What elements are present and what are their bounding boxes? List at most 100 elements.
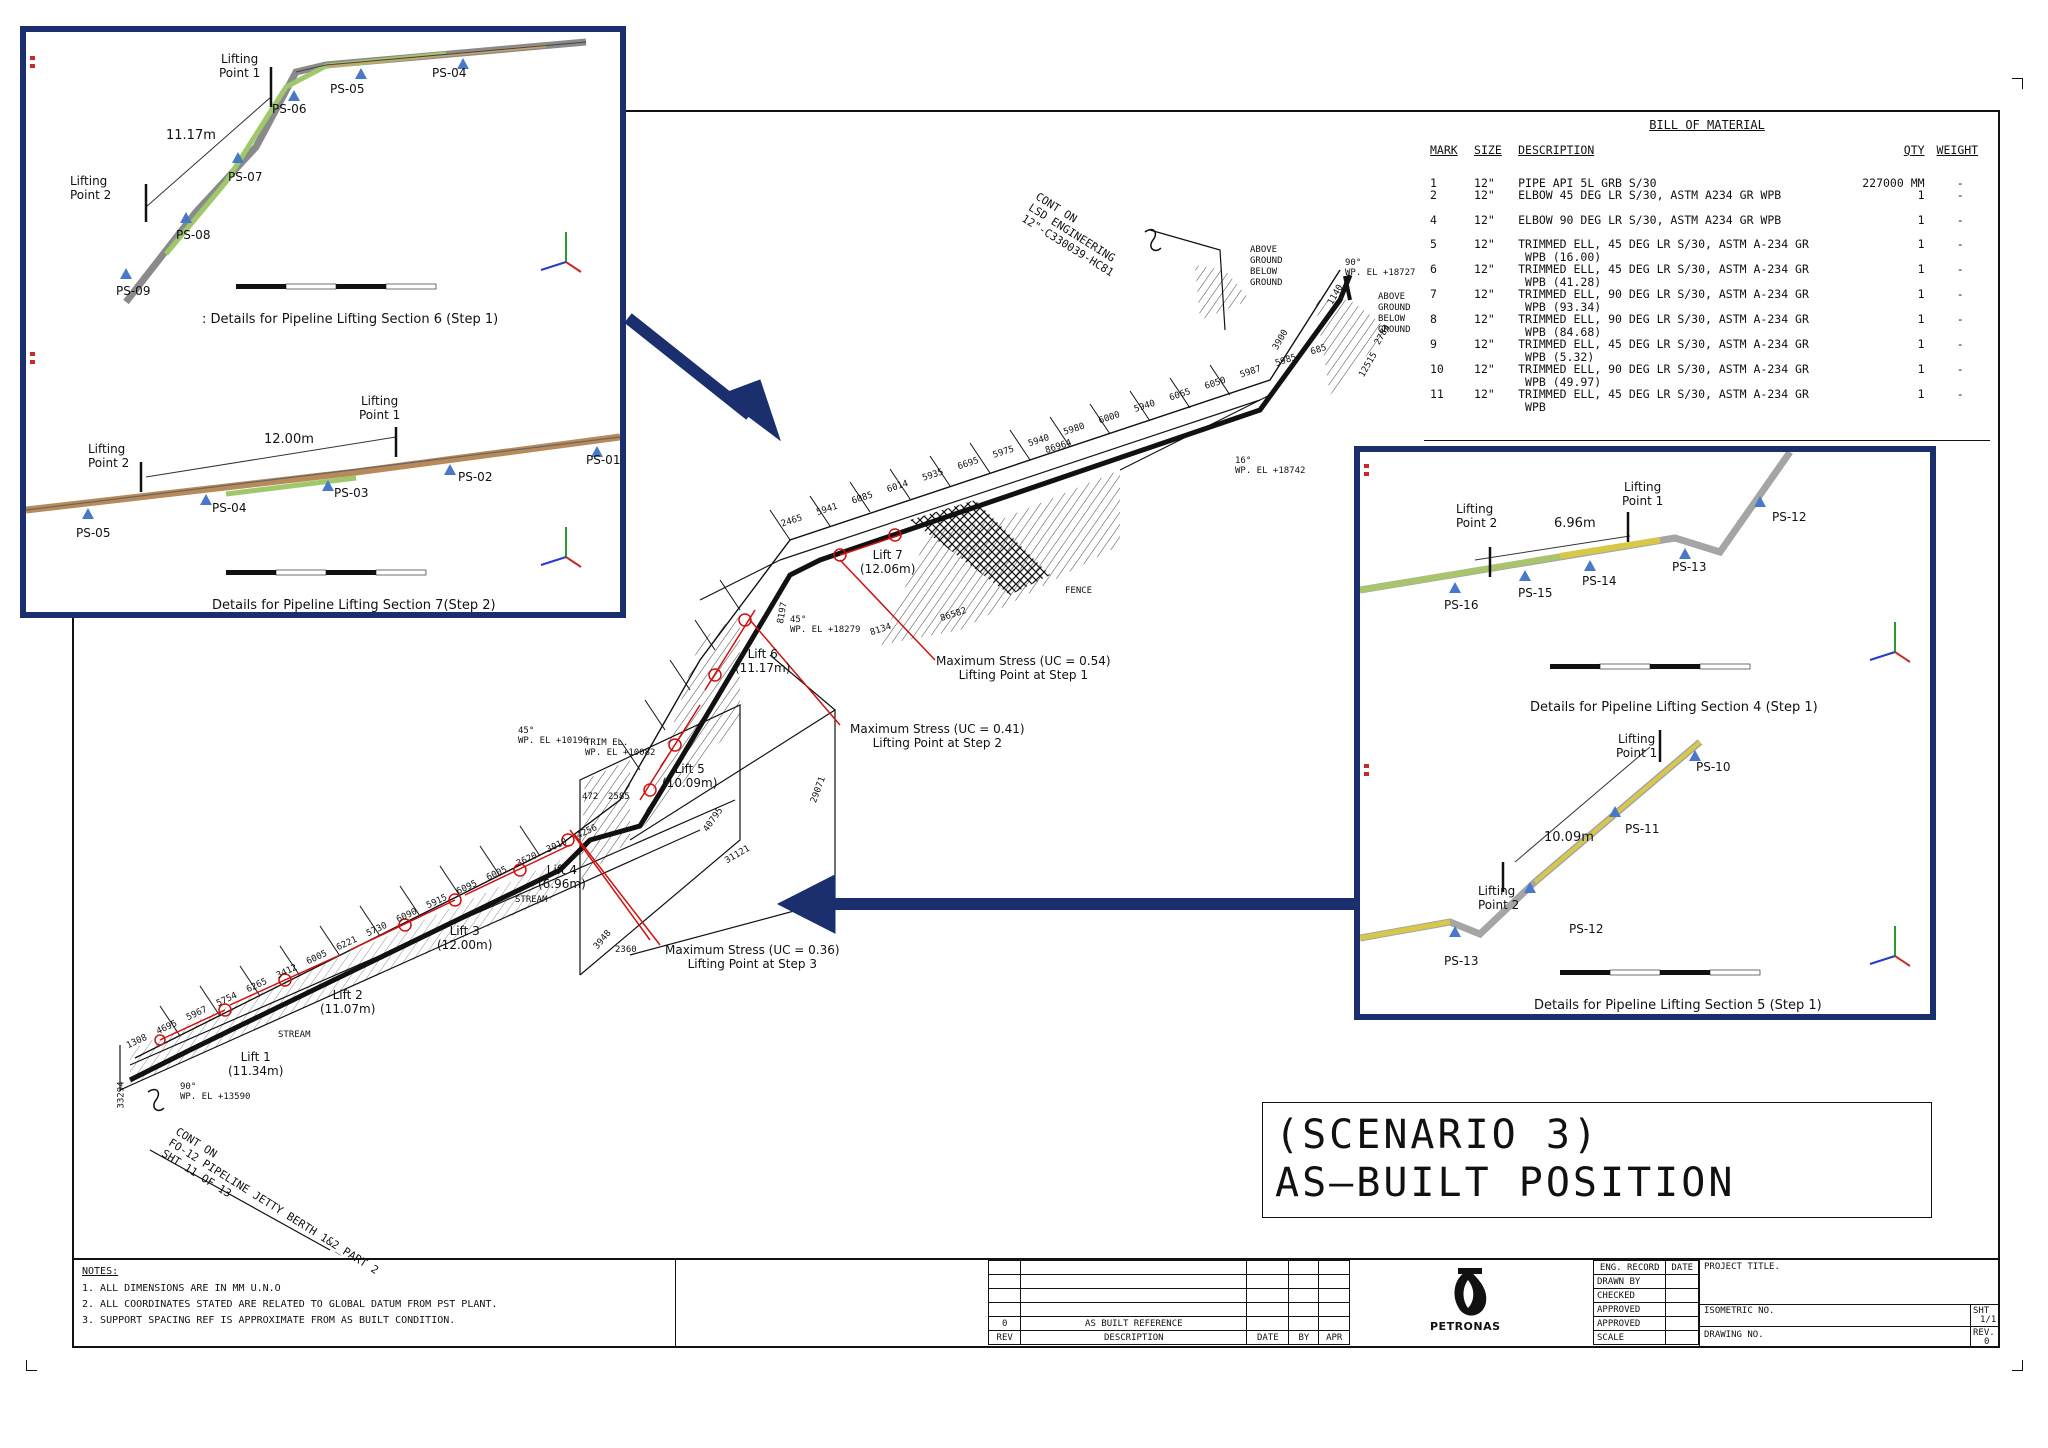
dim-2360: 2360 [615,945,637,955]
project-title-label: PROJECT TITLE. [1704,1262,1780,1272]
s7-support-04: PS-04 [212,501,247,515]
inset-4-5-graphic [1360,452,1911,976]
dim-472: 472 [582,792,599,802]
stress-label-step3: Maximum Stress (UC = 0.36)Lifting Point … [665,943,840,971]
s4-support-13: PS-13 [1672,560,1707,574]
rev-label: REV. [1973,1328,1995,1338]
corner-mark-tr [2012,78,2023,89]
scenario-subtitle: AS—BUILT POSITION [1275,1160,1736,1206]
note-item: 1. ALL DIMENSIONS ARE IN MM U.N.O [82,1283,281,1294]
s7-support-02: PS-02 [458,470,493,484]
s6-support-09: PS-09 [116,284,151,298]
s5-support-11: PS-11 [1625,822,1660,836]
s4-caption: Details for Pipeline Lifting Section 4 (… [1530,700,1818,715]
s5-support-10: PS-10 [1696,760,1731,774]
drawing-sheet-frame [72,110,2000,1348]
elevation-mid: 45°WP. EL +18279 [790,615,861,635]
rev-value: 0 [1984,1337,1990,1347]
s5-caption: Details for Pipeline Lifting Section 5 (… [1534,998,1822,1013]
notes-section: NOTES: 1. ALL DIMENSIONS ARE IN MM U.N.O… [72,1260,676,1348]
elevation-45: 45°WP. EL +10196 [518,726,589,746]
s6-support-05: PS-05 [330,82,365,96]
hatch-zone-low [580,760,630,880]
lift-label-1: Lift 1(11.34m) [228,1050,284,1078]
lift-label-4: Lift 4(6.96m) [538,863,586,891]
note-item: 3. SUPPORT SPACING REF IS APPROXIMATE FR… [82,1315,456,1326]
main-pipeline [128,274,1353,1083]
petronas-wordmark: PETRONAS [1430,1320,1501,1333]
s6-support-07: PS-07 [228,170,263,184]
note-item: 2. ALL COORDINATES STATED ARE RELATED TO… [82,1299,498,1310]
bom-header-weight: WEIGHT [1936,143,1979,157]
lift-label-3: Lift 3(12.00m) [437,924,493,952]
s4-span: 6.96m [1554,516,1596,531]
s6-support-06: PS-06 [272,102,307,116]
dim-33294: 33294 [116,1081,127,1109]
lift-label-2: Lift 2(11.07m) [320,988,376,1016]
stream-label-2: STREAM [515,895,548,905]
s7-support-03: PS-03 [334,486,369,500]
elevation-5: 16°WP. EL +18742 [1235,456,1306,476]
stress-label-step1: Maximum Stress (UC = 0.54)Lifting Point … [936,654,1111,682]
s5-support-13: PS-13 [1444,954,1479,968]
bom-header-row: MARK SIZE DESCRIPTION QTY WEIGHT [1424,144,1990,157]
s4-support-16: PS-16 [1444,598,1479,612]
scenario-title: (SCENARIO 3) [1275,1112,1600,1158]
eng-date-header: DATE [1665,1260,1699,1275]
pipe-upper-guide [134,269,1341,1059]
s6-caption: : Details for Pipeline Lifting Section 6… [202,312,499,327]
corner-mark-bl [26,1360,37,1371]
corner-mark-br [2012,1360,2023,1371]
project-block: PROJECT TITLE. ISOMETRIC NO. DRAWING NO.… [1699,1260,1999,1348]
stream-label-1: STREAM [278,1030,311,1040]
isometric-no-label: ISOMETRIC NO. [1704,1306,1775,1316]
s6-support-08: PS-08 [176,228,211,242]
s4-support-14: PS-14 [1582,574,1617,588]
stress-label-step2: Maximum Stress (UC = 0.41)Lifting Point … [850,722,1025,750]
lift-label-7: Lift 7(12.06m) [860,548,916,576]
inset-6-7-graphic [26,38,620,576]
lift-label-5: Lift 5(10.09m) [662,762,718,790]
drawing-no-label: DRAWING NO. [1704,1330,1764,1340]
elevation-start: 90°WP. EL +13590 [180,1082,251,1102]
bill-of-material: BILL OF MATERIAL MARK SIZE DESCRIPTION Q… [1424,118,1990,413]
s6-support-04: PS-04 [432,66,467,80]
bom-header-desc: DESCRIPTION [1518,143,1595,157]
s4-support-12: PS-12 [1772,510,1807,524]
s5-span: 10.09m [1544,830,1594,845]
eng-record-header: ENG. RECORD [1592,1260,1667,1275]
fence-label: FENCE [1065,586,1093,596]
s7-span: 12.00m [264,432,314,447]
lift-label-6: Lift 6(11.17m) [735,647,791,675]
sheet-label: SHT [1973,1306,1990,1316]
s7-support-01: PS-01 [586,453,621,467]
title-block: NOTES: 1. ALL DIMENSIONS ARE IN MM U.N.O… [72,1258,2000,1350]
bom-title: BILL OF MATERIAL [1649,118,1765,132]
scenario-box: (SCENARIO 3) AS—BUILT POSITION [1262,1102,1932,1218]
sheet-value: 1/1 [1980,1315,1997,1325]
elevation-trim: TRIM EL.WP. EL +10082 [585,738,656,758]
